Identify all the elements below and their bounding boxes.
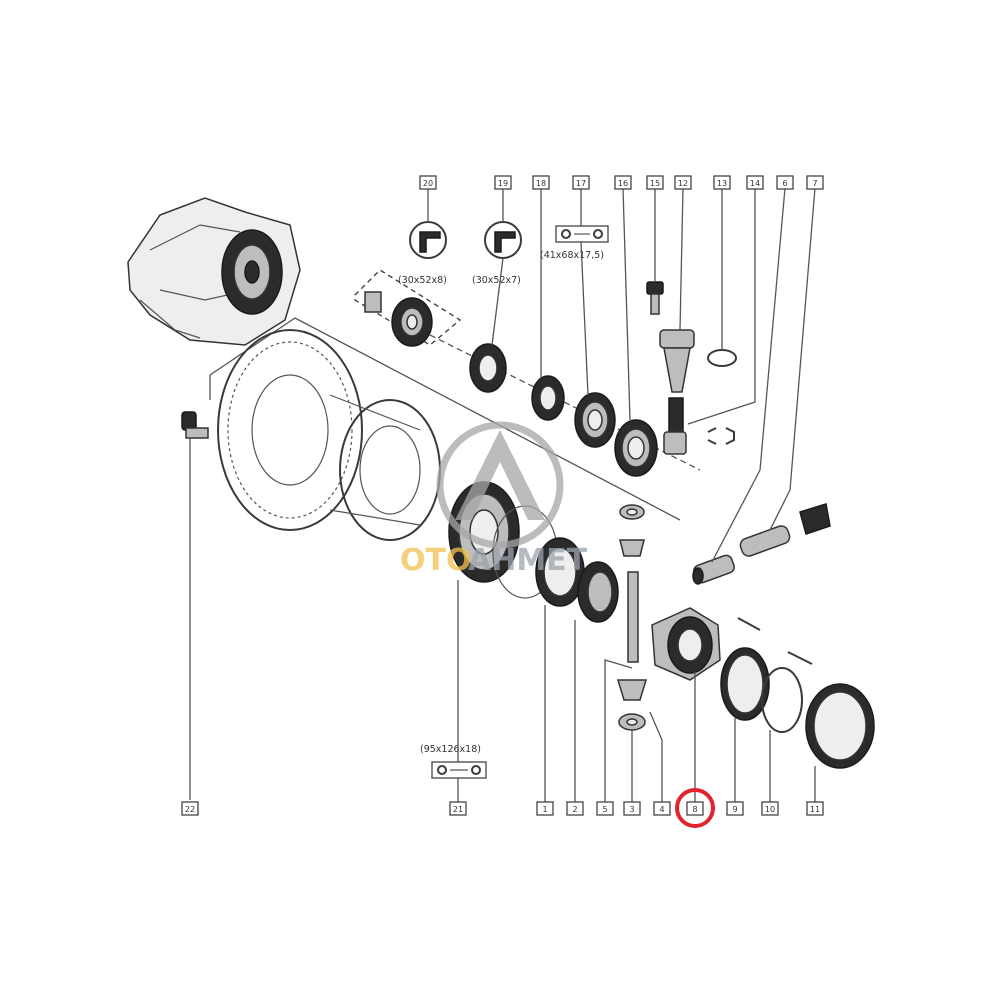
seal-icon-19 [484, 221, 522, 259]
callout-9: 9 [726, 801, 744, 816]
bearing-cup-16 [614, 419, 658, 477]
ring-9 [720, 647, 770, 721]
callout-18: 18 [532, 175, 550, 190]
callout-7: 7 [806, 175, 824, 190]
pinion-stack [616, 504, 648, 731]
callout-5: 5 [596, 801, 614, 816]
svg-text:6: 6 [782, 179, 787, 188]
watermark-ring [436, 421, 564, 549]
callout-20: 20 [419, 175, 437, 190]
svg-text:22: 22 [185, 805, 195, 814]
callout-1: 1 [536, 801, 554, 816]
watermark-a-shape [455, 430, 545, 520]
svg-text:7: 7 [812, 179, 817, 188]
callout-12: 12 [674, 175, 692, 190]
seal-20-group [354, 269, 462, 347]
gearbox-housing [127, 197, 301, 346]
bearing-icon-17 [555, 225, 609, 243]
dim-seal-19: (30x52x7) [472, 275, 521, 286]
svg-text:11: 11 [810, 805, 820, 814]
callout-3: 3 [623, 801, 641, 816]
svg-text:9: 9 [732, 805, 737, 814]
bolt-15 [646, 281, 664, 315]
shaft-6 [692, 554, 735, 585]
svg-text:13: 13 [717, 179, 727, 188]
dim-bearing-21: (95x126x18) [420, 744, 481, 755]
highlight-circle [675, 788, 715, 828]
callout-11: 11 [806, 801, 824, 816]
seal-19 [469, 343, 507, 393]
bolt-22 [181, 411, 209, 800]
callout-14: 14 [746, 175, 764, 190]
svg-text:20: 20 [423, 179, 433, 188]
svg-text:3: 3 [629, 805, 634, 814]
svg-text:15: 15 [650, 179, 660, 188]
svg-text:21: 21 [453, 805, 463, 814]
pins [737, 617, 813, 665]
seal-icon-20 [409, 221, 447, 259]
differential-case-8 [651, 607, 721, 681]
callout-19: 19 [494, 175, 512, 190]
dim-bearing-17: (41x68x17,5) [540, 250, 604, 261]
svg-text:18: 18 [536, 179, 546, 188]
svg-text:14: 14 [750, 179, 760, 188]
callout-8: 8 [686, 801, 704, 816]
svg-text:5: 5 [602, 805, 607, 814]
callout-22: 22 [181, 801, 199, 816]
circlip-10 [761, 667, 803, 733]
leader-lines-bottom [457, 580, 816, 802]
bearing-icon-21 [431, 761, 487, 779]
bearing-17 [574, 392, 616, 448]
shim-18 [531, 375, 565, 421]
callout-2: 2 [566, 801, 584, 816]
callout-10: 10 [761, 801, 779, 816]
washer-1 [535, 537, 585, 607]
watermark-text-ahmet: AHMET [468, 543, 588, 578]
svg-text:12: 12 [678, 179, 688, 188]
svg-text:16: 16 [618, 179, 628, 188]
svg-text:2: 2 [572, 805, 577, 814]
callout-4: 4 [653, 801, 671, 816]
planet-gear-2 [577, 561, 619, 623]
pinion-shaft-7 [739, 503, 831, 557]
axis-line [429, 334, 701, 471]
speedo-drive-12 [659, 329, 695, 455]
svg-text:17: 17 [576, 179, 586, 188]
clip-14 [707, 427, 735, 445]
callout-21: 21 [449, 801, 467, 816]
svg-text:1: 1 [542, 805, 547, 814]
dim-seal-20: (30x52x8) [398, 275, 447, 286]
svg-text:10: 10 [765, 805, 775, 814]
callout-13: 13 [713, 175, 731, 190]
callout-15: 15 [646, 175, 664, 190]
svg-text:4: 4 [659, 805, 664, 814]
ring-nut-11 [805, 683, 875, 769]
leader-lines-top [427, 187, 816, 563]
svg-text:8: 8 [692, 805, 697, 814]
callout-16: 16 [614, 175, 632, 190]
circlip-13 [707, 349, 737, 367]
callout-17: 17 [572, 175, 590, 190]
callout-6: 6 [776, 175, 794, 190]
svg-text:19: 19 [498, 179, 508, 188]
watermark-text-oto: OTO [400, 543, 471, 578]
watermark-logo: OTO AHMET [400, 421, 588, 578]
crown-wheel-ghost [217, 329, 441, 541]
